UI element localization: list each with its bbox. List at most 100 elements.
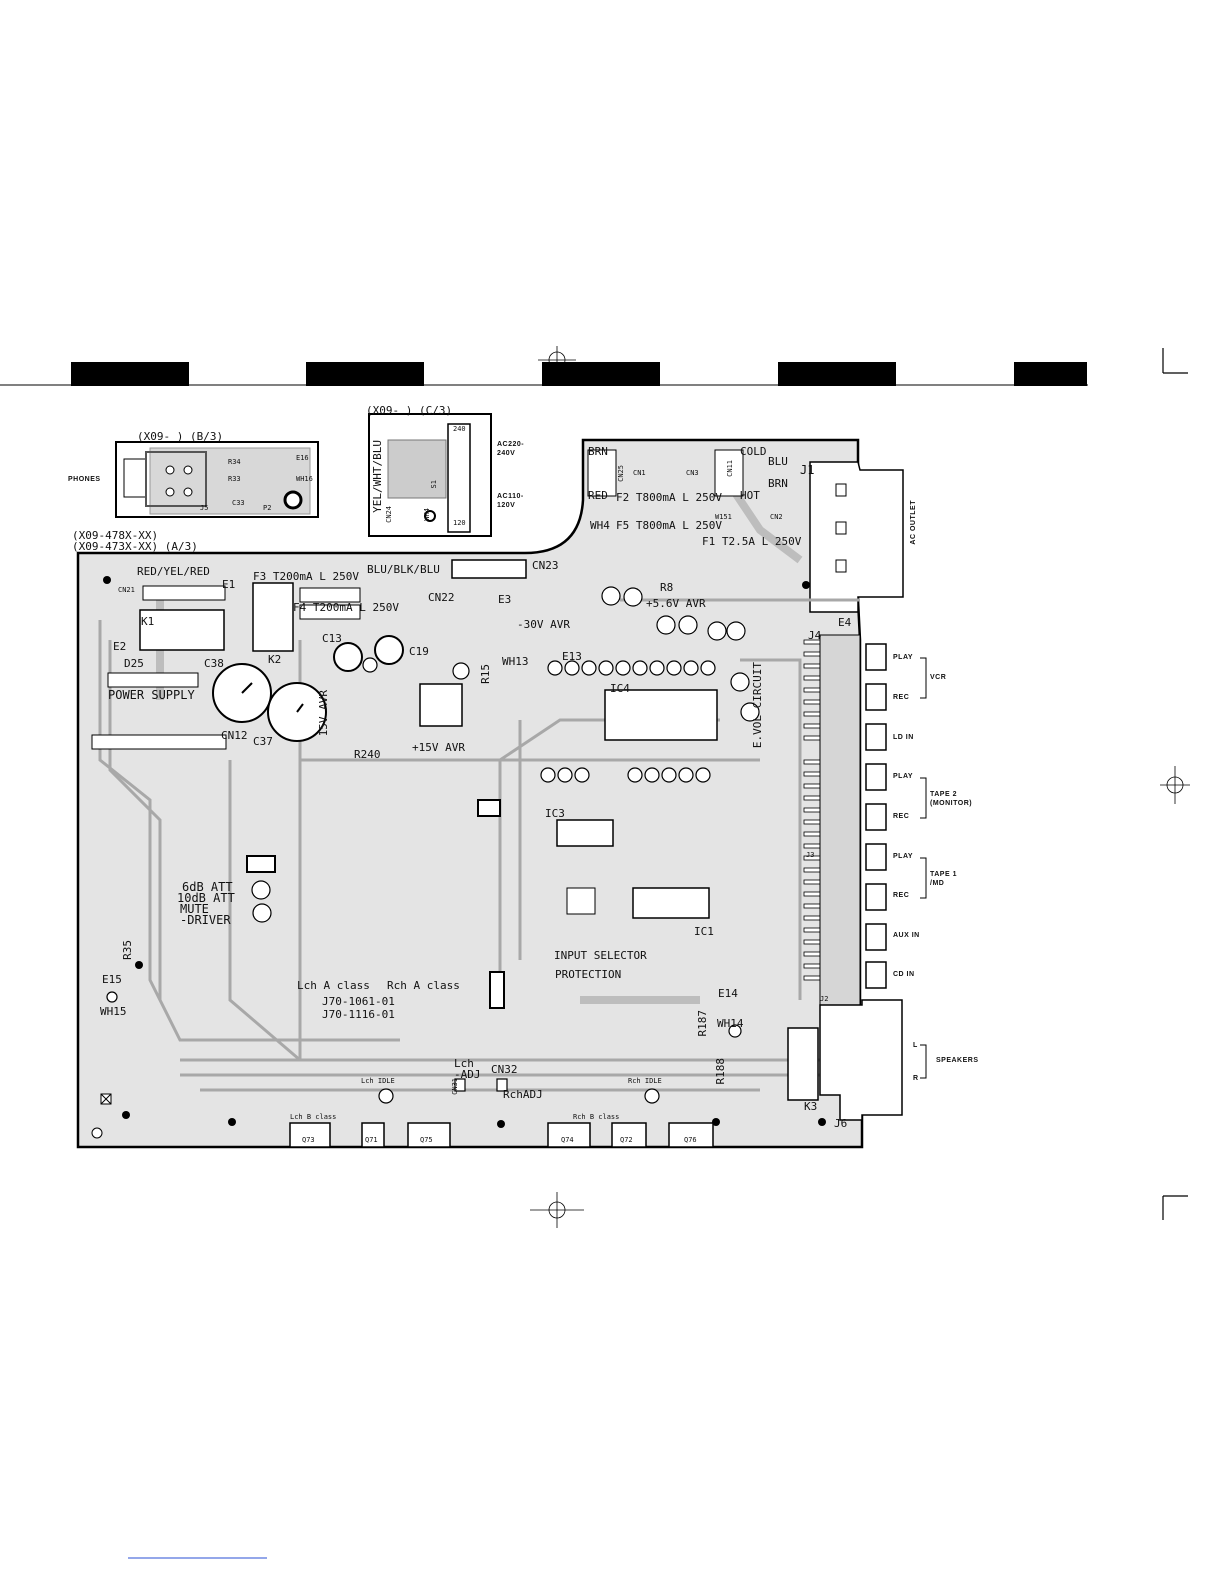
tape2-group-label: TAPE 2 (MONITOR) xyxy=(930,791,973,808)
lch-adj-label: Lch -ADJ xyxy=(454,1057,481,1081)
rch-b-class-label: Rch B class xyxy=(573,1113,620,1121)
phones-part-r33: R33 xyxy=(228,475,241,483)
phones-label: PHONES xyxy=(68,476,101,483)
registration-mark-bottom xyxy=(530,1192,584,1228)
ac-high-label: AC220- 240V xyxy=(497,441,525,458)
cn23-label: CN23 xyxy=(532,559,559,572)
main-board-ref-1: (X09-478X-XX) xyxy=(72,529,159,542)
r188-label: R188 xyxy=(714,1058,727,1085)
r187-label: R187 xyxy=(696,1010,709,1037)
att-10db-label: 10dB ATT xyxy=(177,891,235,905)
voltage-board-ref: (X09- ) (C/3) xyxy=(366,404,453,417)
main-board-ref-2: (X09-473X-XX) (A/3) xyxy=(72,540,198,553)
att-6db-label: 6dB ATT xyxy=(182,880,233,894)
k2-label: K2 xyxy=(268,653,282,666)
cn21-label: CN21 xyxy=(118,586,135,594)
lch-a-class-label: Lch A class xyxy=(297,979,370,992)
tape2-rec-label: REC xyxy=(893,813,910,820)
k1-label: K1 xyxy=(141,615,155,628)
e13-label: E13 xyxy=(562,650,582,663)
blu-label: BLU xyxy=(768,455,788,468)
wh14-label: WH14 xyxy=(717,1017,744,1030)
pcb-traces xyxy=(98,598,860,1092)
protection-label: PROTECTION xyxy=(555,968,622,981)
transistor-q71: Q71 xyxy=(365,1136,378,1144)
rch-adj-label: RchADJ xyxy=(503,1088,543,1101)
avr-15v-vertical: 15V AVR xyxy=(317,690,330,737)
d25-label: D25 xyxy=(124,657,144,670)
registration-mark-top xyxy=(538,346,576,385)
lch-idle-label: Lch IDLE xyxy=(361,1077,395,1085)
j4-label: J4 xyxy=(808,629,822,642)
header-bar-4 xyxy=(778,362,896,386)
input-selector-label: INPUT SELECTOR xyxy=(554,949,647,962)
fuse-f2: F2 T800mA L 250V xyxy=(616,491,722,504)
avr-30v: -30V AVR xyxy=(517,618,570,631)
cn31-label: CN31 xyxy=(451,1078,459,1095)
brn-label: BRN xyxy=(768,477,788,490)
transistor-q75: Q75 xyxy=(420,1136,433,1144)
driver-label: -DRIVER xyxy=(180,913,231,927)
r8-label: R8 xyxy=(660,581,674,594)
fuse-f5: F5 T800mA L 250V xyxy=(616,519,722,532)
transistor-q73: Q73 xyxy=(302,1136,315,1144)
tape1-rec-label: REC xyxy=(893,892,910,899)
ic1-label: IC1 xyxy=(694,925,714,938)
header-bar-5 xyxy=(1014,362,1087,386)
k3-label: K3 xyxy=(804,1100,818,1113)
vcr-play-label: PLAY xyxy=(893,654,914,661)
power-supply-label: POWER SUPPLY xyxy=(108,688,195,702)
wh15-label: WH15 xyxy=(100,1005,127,1018)
e3-label: E3 xyxy=(498,593,512,606)
mute-label: MUTE xyxy=(180,902,209,916)
cn12-label: CN12 xyxy=(221,729,248,742)
phones-board-ref: (X09- ) (B/3) xyxy=(137,430,224,443)
header-bar-3 xyxy=(542,362,660,386)
ac-outlet-label: AC OUTLET xyxy=(910,500,917,545)
cn25-red: RED xyxy=(588,489,608,502)
r35-label: R35 xyxy=(121,940,134,960)
phones-part-p2: P2 xyxy=(263,504,272,512)
voltage-part-s1: S1 xyxy=(430,480,438,489)
speaker-r-label: R xyxy=(913,1075,919,1082)
phones-part-e16: E16 xyxy=(296,454,309,462)
e2-label: E2 xyxy=(113,640,127,653)
j2-label: J2 xyxy=(820,995,829,1003)
wires-red-yel-red: RED/YEL/RED xyxy=(137,565,210,578)
rch-a-class-label: Rch A class xyxy=(387,979,460,992)
registration-mark-right xyxy=(1160,766,1190,804)
j6-label: J6 xyxy=(834,1117,848,1130)
ac-low-label: AC110- 120V xyxy=(497,493,524,510)
voltage-pin-120: 120 xyxy=(453,519,466,527)
r15-label: R15 xyxy=(479,664,492,684)
phones-part-r34: R34 xyxy=(228,458,241,466)
c37-label: C37 xyxy=(253,735,273,748)
c38-label: C38 xyxy=(204,657,224,670)
w151-label: W151 xyxy=(715,513,732,521)
cn25-label: CN25 xyxy=(617,465,625,482)
cn25-brn: BRN xyxy=(588,445,608,458)
wh13-label: WH13 xyxy=(502,655,529,668)
rch-idle-label: Rch IDLE xyxy=(628,1077,662,1085)
ic4-label: IC4 xyxy=(610,682,630,695)
e4-label: E4 xyxy=(838,616,852,629)
voltage-part-cn24: CN24 xyxy=(385,506,393,523)
c13-label: C13 xyxy=(322,632,342,645)
part-number-b: J70-1116-01 xyxy=(322,1008,395,1021)
voltage-selector-subboard xyxy=(368,413,492,537)
cn32-label: CN32 xyxy=(491,1063,518,1076)
header-bar-1 xyxy=(71,362,189,386)
j1-label: J1 xyxy=(800,463,815,477)
fuse-f4: F4 T200mA L 250V xyxy=(293,601,399,614)
j3-label: J3 xyxy=(806,851,815,859)
phones-subboard xyxy=(115,441,319,518)
transistor-q72: Q72 xyxy=(620,1136,633,1144)
cn11-label: CN11 xyxy=(726,460,734,477)
cn22-label: CN22 xyxy=(428,591,455,604)
voltage-part-wh4: WH4 xyxy=(423,508,431,521)
e1-label: E1 xyxy=(222,578,236,591)
fuse-f1: F1 T2.5A L 250V xyxy=(702,535,802,548)
wires-blu-blk-blu: BLU/BLK/BLU xyxy=(367,563,440,576)
fuse-f3: F3 T200mA L 250V xyxy=(253,570,359,583)
